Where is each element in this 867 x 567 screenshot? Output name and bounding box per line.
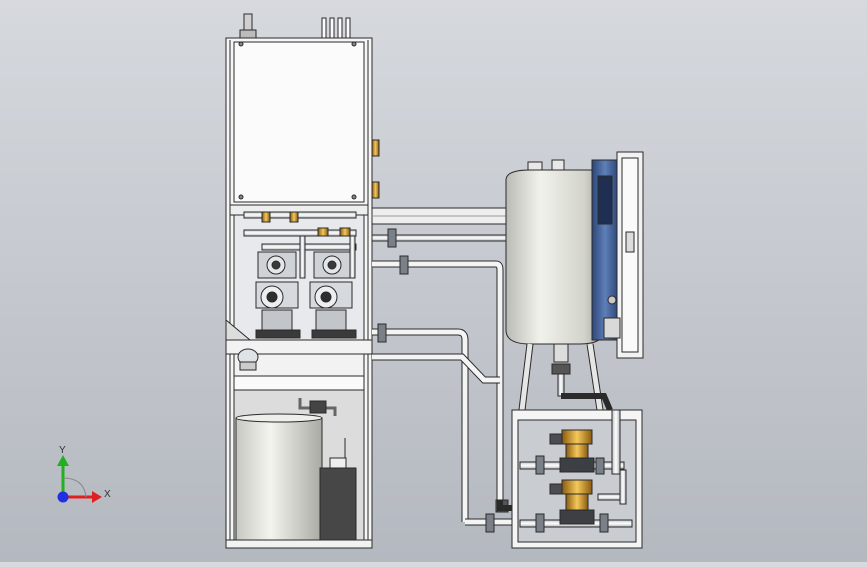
electrical-panel — [233, 41, 365, 203]
x-axis-label: X — [104, 489, 111, 500]
pump-assembly — [243, 211, 357, 339]
side-fitting-1 — [371, 139, 380, 157]
chemical-container — [319, 467, 357, 541]
interconnect-piping — [371, 207, 514, 533]
expansion-vessel — [505, 159, 613, 412]
control-cabinet — [591, 151, 644, 359]
z-axis-dot — [57, 491, 69, 503]
left-cabinet — [225, 13, 380, 549]
booster-skid — [511, 409, 643, 549]
axis-triad: X Y — [57, 445, 111, 503]
side-fitting-2 — [371, 181, 380, 199]
buffer-tank — [235, 417, 323, 541]
top-conduits — [239, 13, 351, 39]
y-axis-label: Y — [59, 445, 66, 456]
